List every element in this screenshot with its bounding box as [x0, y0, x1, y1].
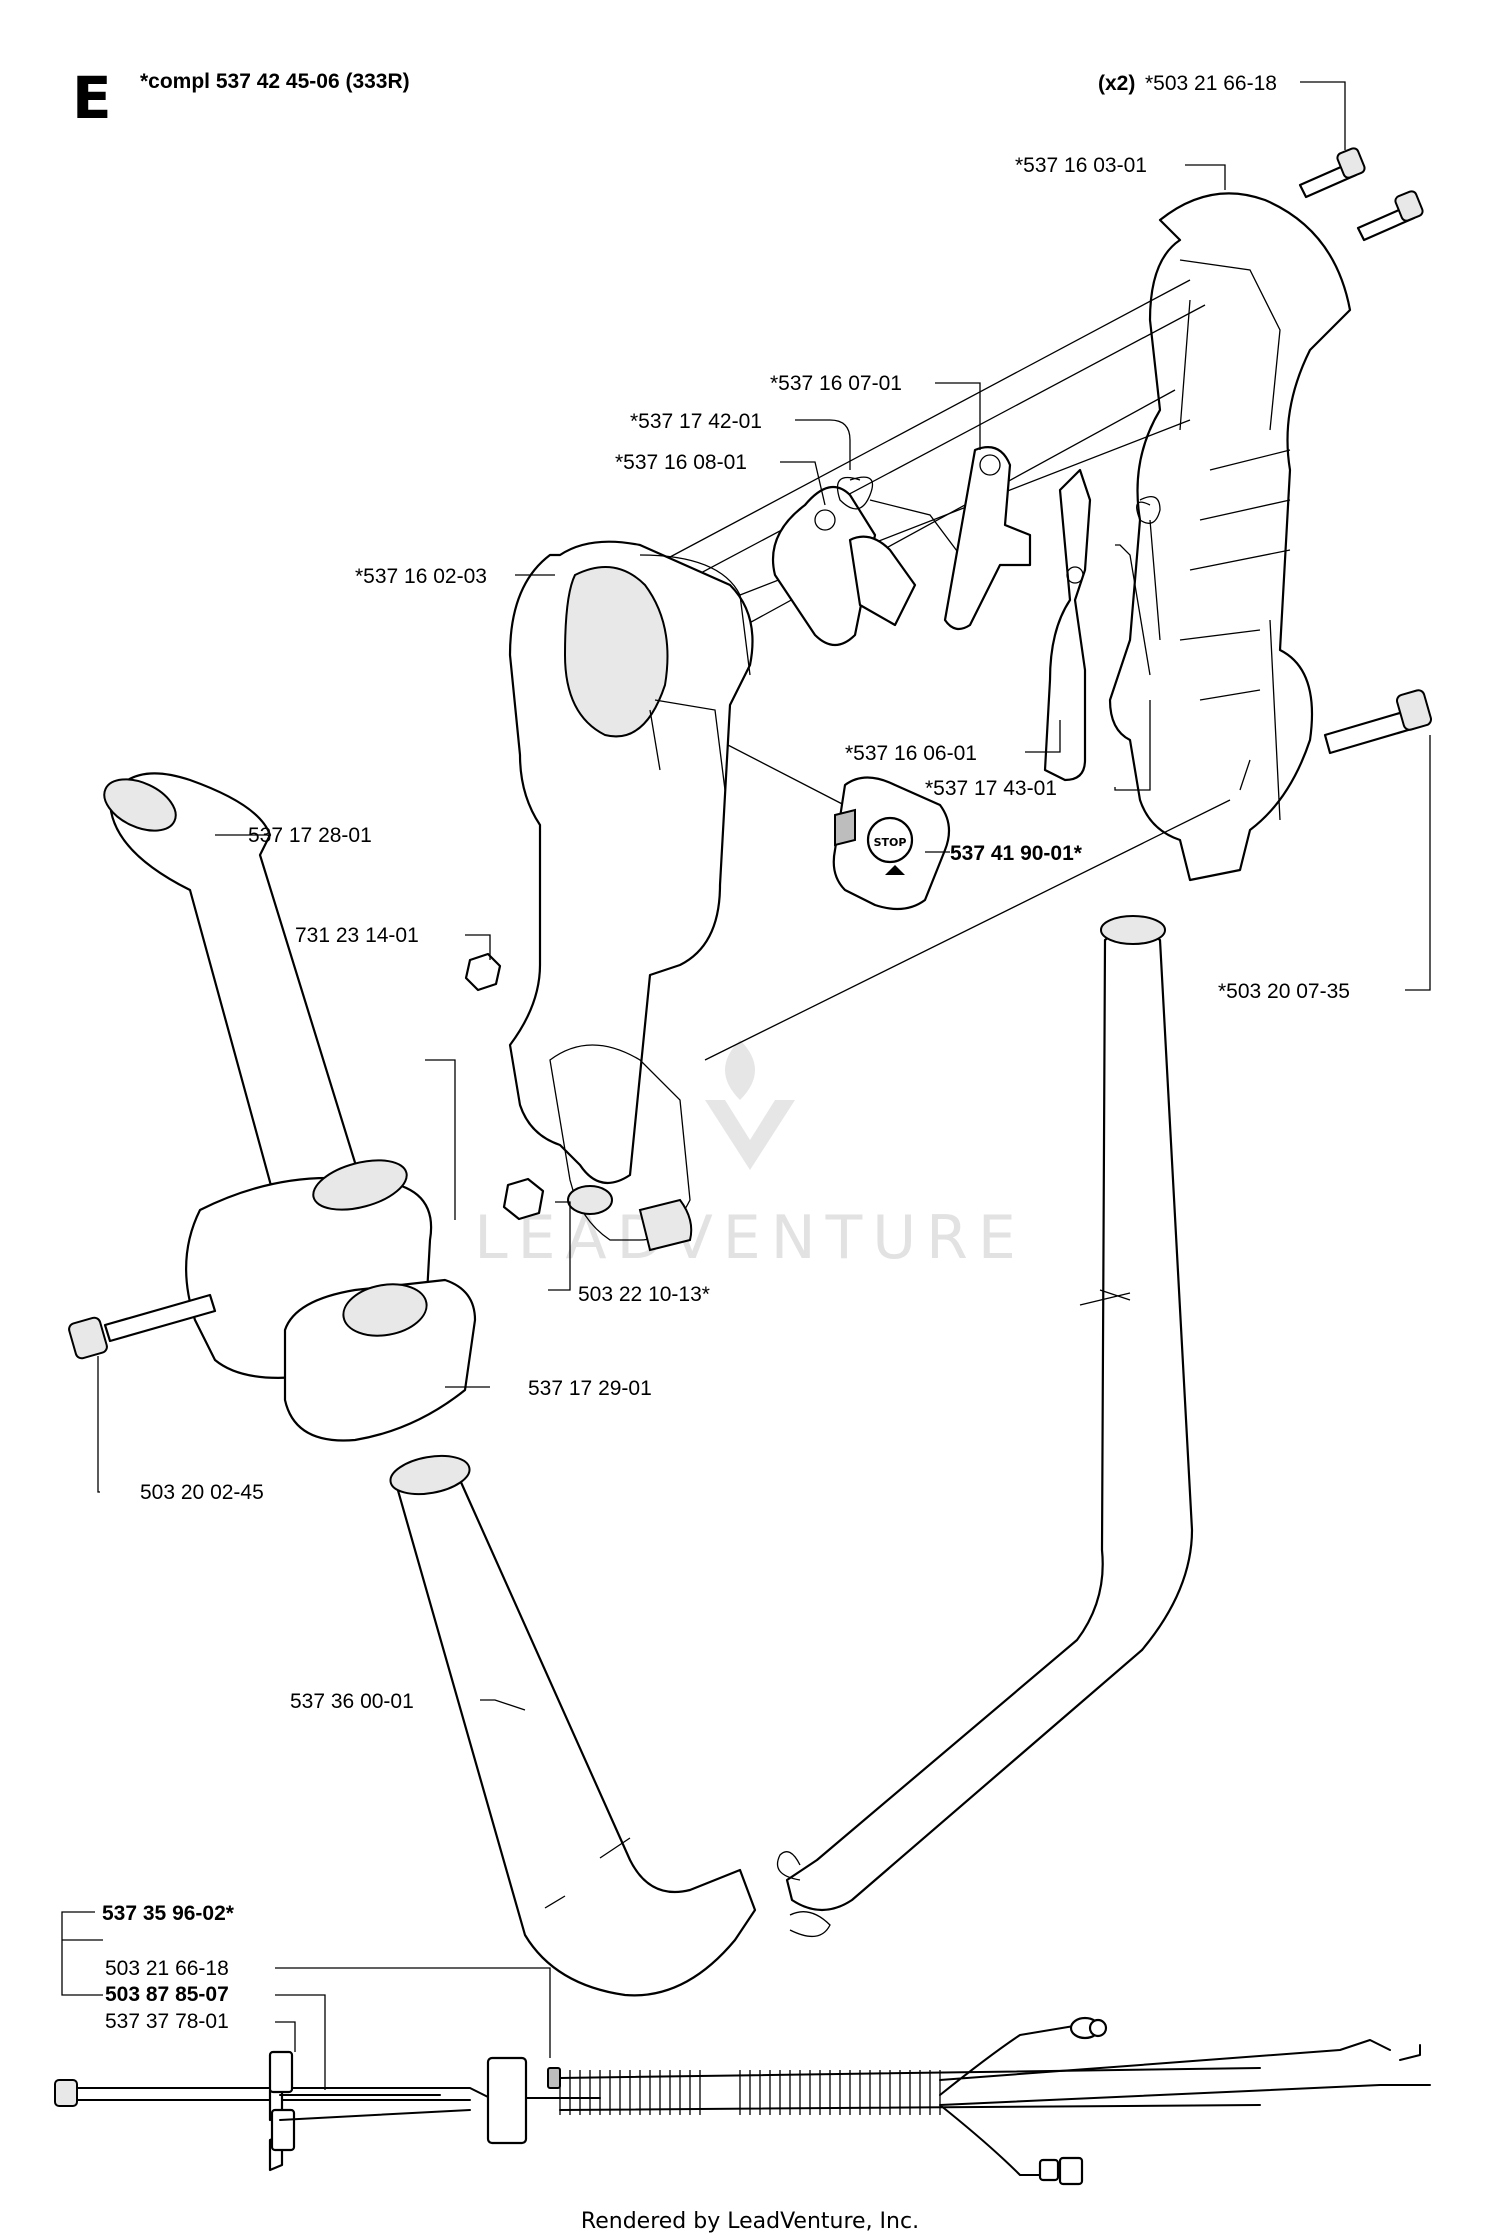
label-731231401: 731 23 14-01 [295, 924, 419, 947]
label-503878507: 503 87 85-07 [105, 1983, 229, 2006]
label-503221013: 503 22 10-13* [578, 1283, 710, 1306]
label-537160801: *537 16 08-01 [615, 451, 747, 474]
stop-switch: STOP [832, 776, 951, 911]
assembly-label: *compl 537 42 45-06 (333R) [140, 70, 410, 93]
label-537377801: 537 37 78-01 [105, 2010, 229, 2033]
label-537172901: 537 17 29-01 [528, 1377, 652, 1400]
trigger-part [943, 446, 1032, 631]
section-letter: E [72, 64, 112, 132]
watermark-text: LEADVENTURE [474, 1203, 1026, 1273]
watermark-logo-icon [705, 1040, 795, 1170]
throttle-trigger-long [1043, 468, 1092, 782]
label-537160701: *537 16 07-01 [770, 372, 902, 395]
watermark: LEADVENTURE [474, 1040, 1026, 1273]
grip-clamp-lower [283, 1278, 477, 1442]
nut-small [464, 952, 502, 992]
spring-small [836, 476, 961, 556]
leader-lines [61, 81, 1431, 2090]
label-503200245: 503 20 02-45 [140, 1481, 264, 1504]
label-537359602: 537 35 96-02* [102, 1902, 235, 1925]
handlebar-tube [389, 915, 1194, 1997]
bolt-left [68, 1293, 217, 1360]
nut-handle [502, 1177, 545, 1221]
footer-text: Rendered by LeadVenture, Inc. [581, 2209, 919, 2234]
handle-grip-left [508, 540, 754, 1252]
part-labels: (x2) *503 21 66-18 *537 16 03-01 *537 16… [102, 72, 1350, 2033]
spring-right [1115, 496, 1161, 676]
label-537360001: 537 36 00-01 [290, 1690, 414, 1713]
label-537172801: 537 17 28-01 [248, 824, 372, 847]
cable-harness [54, 2016, 1431, 2186]
label-537174201: *537 17 42-01 [630, 410, 762, 433]
label-537160203: *537 16 02-03 [355, 565, 487, 588]
label-537160301: *537 16 03-01 [1015, 154, 1147, 177]
switch-block [848, 535, 917, 627]
cable-coil [559, 2070, 941, 2115]
label-537174301: *537 17 43-01 [925, 777, 1057, 800]
quantity-prefix: (x2) [1098, 72, 1135, 95]
screw-top-1 [1298, 147, 1366, 199]
throttle-lock-part [771, 485, 877, 647]
bolt-right [1323, 689, 1432, 755]
label-537419001: 537 41 90-01* [950, 842, 1083, 865]
stop-switch-text: STOP [874, 836, 907, 849]
label-503216618-top: *503 21 66-18 [1145, 72, 1277, 95]
handle-housing-right [1108, 192, 1352, 882]
label-537160601: *537 16 06-01 [845, 742, 977, 765]
label-503216618-kit: 503 21 66-18 [105, 1957, 229, 1980]
screw-top-2 [1356, 190, 1424, 242]
label-503200735: *503 20 07-35 [1218, 980, 1350, 1003]
